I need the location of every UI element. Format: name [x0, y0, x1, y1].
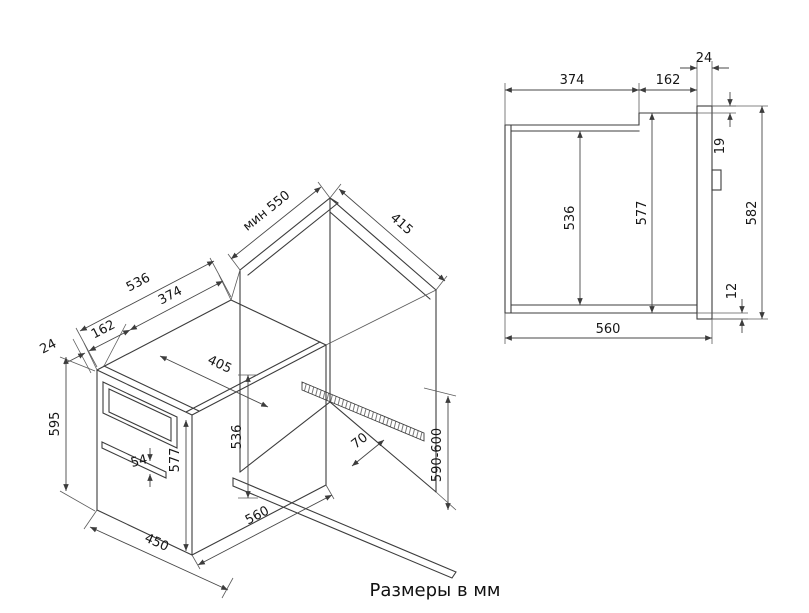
- dim-side-depth-total: 560: [504, 313, 713, 344]
- niche-shelf-hatch: [301, 381, 425, 442]
- oven-side-outline: [504, 105, 722, 320]
- oven-isometric-outline: [96, 299, 327, 556]
- dim-iso-niche-height: 590-600: [423, 387, 457, 511]
- dim-label-side-582: 582: [745, 201, 760, 226]
- dim-side-height-inner: 536: [563, 131, 583, 305]
- dim-iso-top-width: 405: [159, 353, 269, 408]
- dim-label-iso-450: 450: [142, 531, 171, 555]
- dim-side-top-chain: 374 162 24: [504, 51, 729, 125]
- dim-side-height-total: 582: [712, 105, 768, 320]
- dim-label-iso-min550: мин 550: [240, 188, 293, 235]
- dim-iso-niche-depth: мин 550: [227, 181, 331, 271]
- cabinet-niche-outline: [230, 197, 457, 579]
- dim-label-iso-54: 54: [129, 452, 149, 471]
- side-view: 374 162 24 19 536 577 582: [504, 51, 768, 344]
- dim-side-top-gap: 19: [697, 92, 736, 154]
- dim-iso-handle-gap: 54: [129, 448, 153, 487]
- dim-label-side-577: 577: [635, 201, 650, 226]
- dim-label-side-24: 24: [696, 51, 713, 66]
- oven-door-window: [102, 381, 178, 449]
- dim-side-height-carcass: 577: [635, 113, 655, 313]
- dim-iso-bottom-depth: 560: [191, 484, 335, 570]
- caption: Размеры в мм: [370, 580, 501, 601]
- dim-label-side-19: 19: [713, 138, 728, 155]
- oven-door-handle: [101, 441, 167, 479]
- dim-label-iso-536v: 536: [230, 425, 245, 450]
- dim-label-iso-405: 405: [205, 353, 234, 377]
- dim-iso-bottom-width: 450: [83, 509, 234, 599]
- dim-label-iso-577: 577: [168, 448, 183, 473]
- oven-front-fascia: [696, 105, 713, 320]
- dim-iso-niche-top-width: 415: [329, 183, 448, 291]
- dim-iso-height-total: 595: [48, 356, 96, 512]
- oven-side-handle: [711, 169, 722, 191]
- isometric-view: 536 162 374 24 405 595 536: [38, 181, 457, 599]
- dim-label-iso-374: 374: [156, 284, 185, 309]
- dim-label-side-12: 12: [725, 283, 740, 300]
- dim-label-iso-595: 595: [48, 412, 63, 437]
- dim-side-bottom-gap: 12: [697, 283, 748, 333]
- dim-label-side-560: 560: [596, 322, 621, 337]
- dim-label-side-162: 162: [656, 73, 681, 88]
- dim-label-side-374: 374: [560, 73, 585, 88]
- dim-label-iso-560: 560: [243, 504, 272, 529]
- dim-iso-floor-clearance: 70: [349, 430, 385, 467]
- dim-label-iso-590-600: 590-600: [430, 428, 445, 482]
- dim-label-iso-24: 24: [38, 336, 60, 357]
- dim-label-iso-536: 536: [124, 271, 153, 296]
- dim-label-side-536: 536: [563, 206, 578, 231]
